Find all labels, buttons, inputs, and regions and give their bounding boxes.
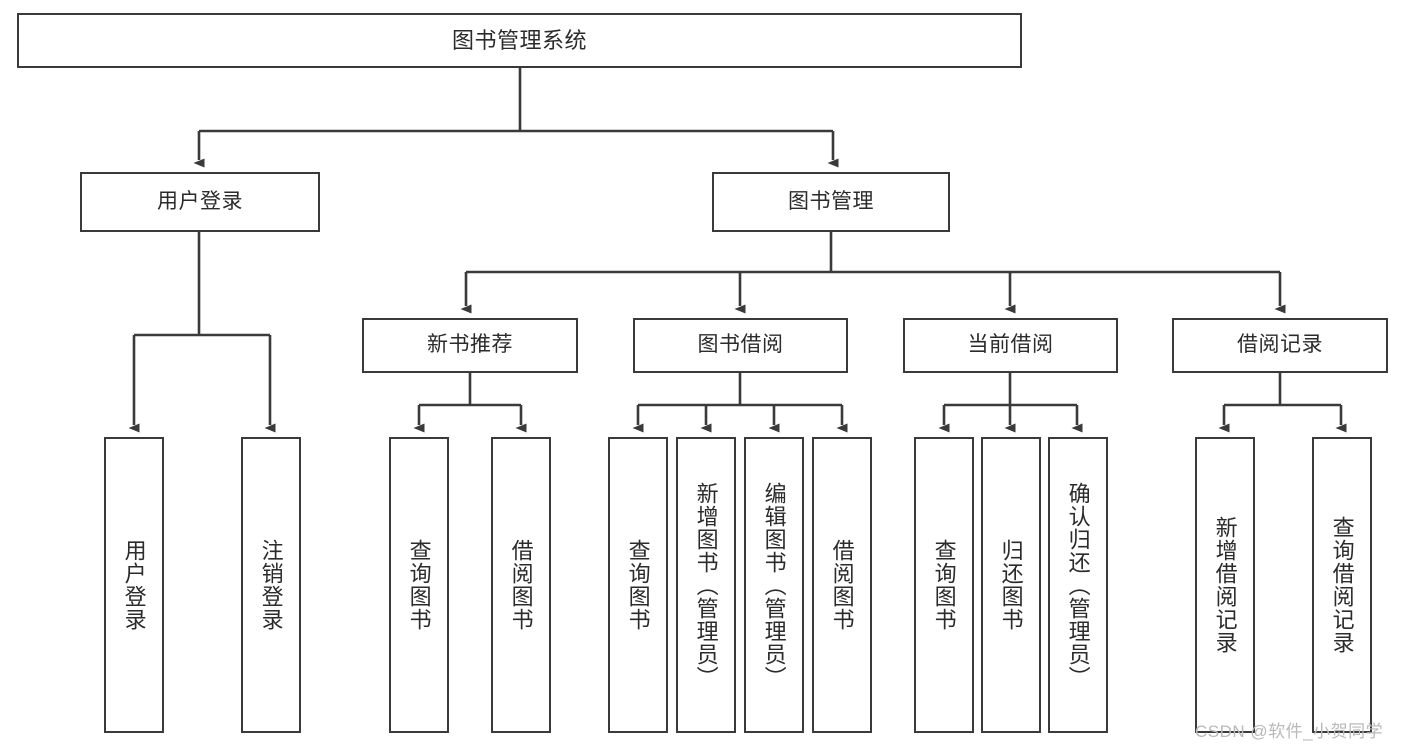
node-leaf-borrow-book-recommend[interactable]: 借阅图书 <box>491 437 551 733</box>
node-root-system[interactable]: 图书管理系统 <box>17 13 1022 68</box>
node-label: 用户登录 <box>157 189 243 213</box>
node-label: 编辑图书（管理员） <box>761 481 787 689</box>
node-user-login[interactable]: 用户登录 <box>80 172 320 232</box>
node-label: 查询借阅记录 <box>1329 516 1355 654</box>
node-label: 确认归还（管理员） <box>1065 481 1091 689</box>
node-label: 新书推荐 <box>427 333 513 357</box>
node-leaf-query-book-borrow[interactable]: 查询图书 <box>608 437 668 733</box>
node-label: 归还图书 <box>998 539 1024 631</box>
node-leaf-query-book-current[interactable]: 查询图书 <box>914 437 974 733</box>
node-label: 借阅图书 <box>508 539 534 631</box>
node-current-borrow[interactable]: 当前借阅 <box>903 318 1118 373</box>
csdn-watermark: CSDN @软件_小贺同学 <box>1195 722 1384 741</box>
node-label: 图书借阅 <box>697 333 784 357</box>
node-label: 查询图书 <box>406 539 432 631</box>
node-label: 图书管理系统 <box>451 27 587 53</box>
node-leaf-logout[interactable]: 注销登录 <box>241 437 301 733</box>
node-label: 当前借阅 <box>967 333 1054 357</box>
node-leaf-borrow-book[interactable]: 借阅图书 <box>812 437 872 733</box>
node-label: 图书管理 <box>788 189 874 213</box>
node-new-book-recommend[interactable]: 新书推荐 <box>362 318 578 373</box>
node-leaf-edit-book[interactable]: 编辑图书（管理员） <box>744 437 804 733</box>
node-leaf-add-book[interactable]: 新增图书（管理员） <box>676 437 736 733</box>
node-label: 注销登录 <box>258 539 284 631</box>
node-leaf-return-book[interactable]: 归还图书 <box>981 437 1041 733</box>
node-leaf-add-borrow-record[interactable]: 新增借阅记录 <box>1195 437 1255 733</box>
node-label: 查询图书 <box>625 539 651 631</box>
node-borrow-record[interactable]: 借阅记录 <box>1172 318 1388 373</box>
node-book-manage[interactable]: 图书管理 <box>712 172 950 232</box>
node-label: 用户登录 <box>121 539 147 631</box>
node-label: 借阅记录 <box>1237 333 1323 357</box>
node-leaf-user-login[interactable]: 用户登录 <box>104 437 164 733</box>
node-label: 查询图书 <box>931 539 957 631</box>
node-book-borrow[interactable]: 图书借阅 <box>633 318 848 373</box>
node-label: 借阅图书 <box>829 539 855 631</box>
node-label: 新增借阅记录 <box>1212 516 1238 654</box>
node-leaf-query-borrow-record[interactable]: 查询借阅记录 <box>1312 437 1372 733</box>
node-leaf-confirm-return[interactable]: 确认归还（管理员） <box>1048 437 1108 733</box>
node-label: 新增图书（管理员） <box>693 481 719 689</box>
node-leaf-query-book-recommend[interactable]: 查询图书 <box>389 437 449 733</box>
